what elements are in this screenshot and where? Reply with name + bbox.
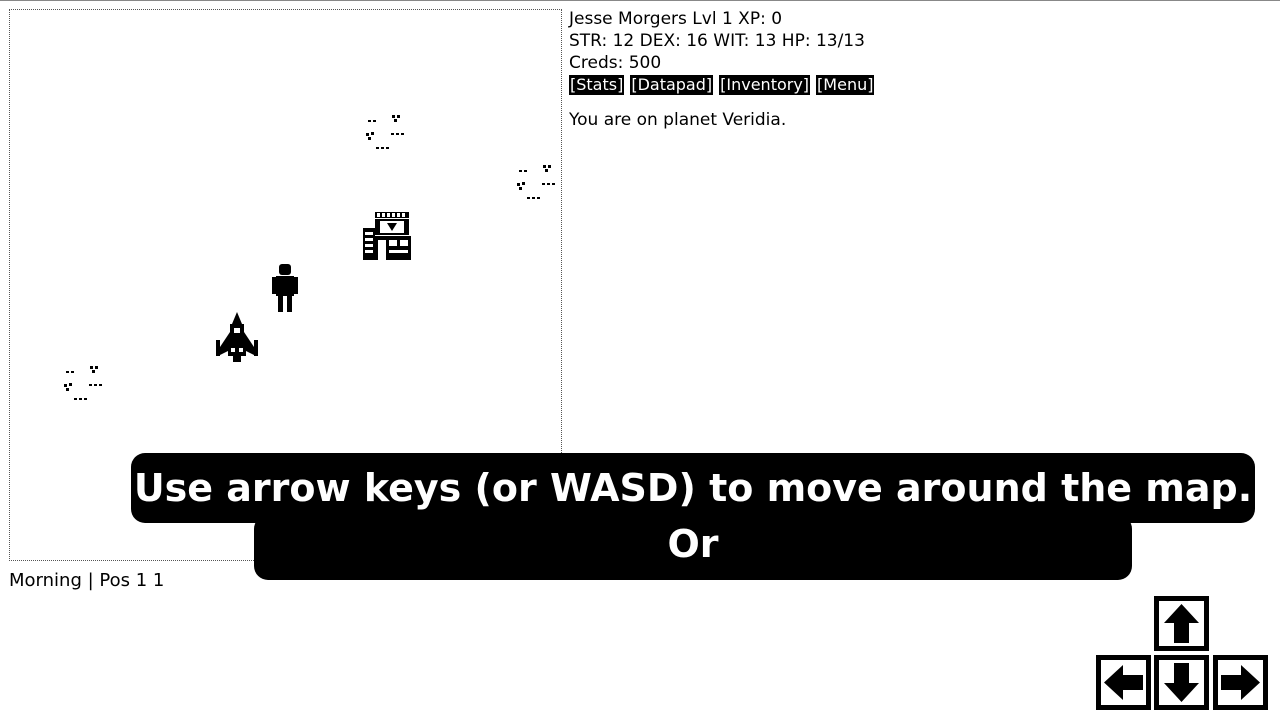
arrow-up-button[interactable] bbox=[1154, 596, 1209, 651]
character-attributes: STR: 12 DEX: 16 WIT: 13 HP: 13/13 bbox=[569, 31, 865, 51]
character-summary: Jesse Morgers Lvl 1 XP: 0 bbox=[569, 9, 783, 29]
game-message: You are on planet Veridia. bbox=[569, 110, 787, 130]
grass-icon bbox=[64, 366, 102, 400]
tutorial-tooltip: Use arrow keys (or WASD) to move around … bbox=[131, 460, 1255, 628]
time-position-status: Morning | Pos 1 1 bbox=[9, 570, 165, 591]
tooltip-line-1: Use arrow keys (or WASD) to move around … bbox=[133, 466, 1253, 566]
tab-stats[interactable]: [Stats] bbox=[569, 75, 625, 95]
credits-display: Creds: 500 bbox=[569, 53, 662, 73]
top-divider bbox=[0, 0, 1280, 1]
shop-building-icon[interactable] bbox=[361, 210, 413, 262]
arrow-left-icon bbox=[1104, 665, 1143, 700]
grass-icon bbox=[517, 165, 555, 199]
tutorial-tooltip-bg-top bbox=[131, 453, 1255, 523]
grass-icon bbox=[366, 115, 404, 149]
arrow-down-button[interactable] bbox=[1154, 655, 1209, 710]
arrow-right-button[interactable] bbox=[1213, 655, 1268, 710]
tooltip-line-2: click the buttons in the lower right cor… bbox=[238, 578, 1148, 622]
arrow-right-icon bbox=[1221, 665, 1260, 700]
tab-inventory[interactable]: [Inventory] bbox=[719, 75, 811, 95]
tab-datapad[interactable]: [Datapad] bbox=[630, 75, 714, 95]
tab-menu[interactable]: [Menu] bbox=[816, 75, 875, 95]
menu-tabs: [Stats] [Datapad] [Inventory] [Menu] bbox=[569, 75, 1269, 95]
info-panel: Jesse Morgers Lvl 1 XP: 0 STR: 12 DEX: 1… bbox=[569, 8, 1269, 131]
player-character-icon bbox=[272, 264, 298, 312]
arrow-down-icon bbox=[1164, 663, 1199, 702]
spaceship-icon[interactable] bbox=[214, 310, 260, 364]
tutorial-tooltip-bg-bottom bbox=[254, 515, 1132, 580]
arrow-left-button[interactable] bbox=[1096, 655, 1151, 710]
arrow-up-icon bbox=[1164, 604, 1199, 643]
